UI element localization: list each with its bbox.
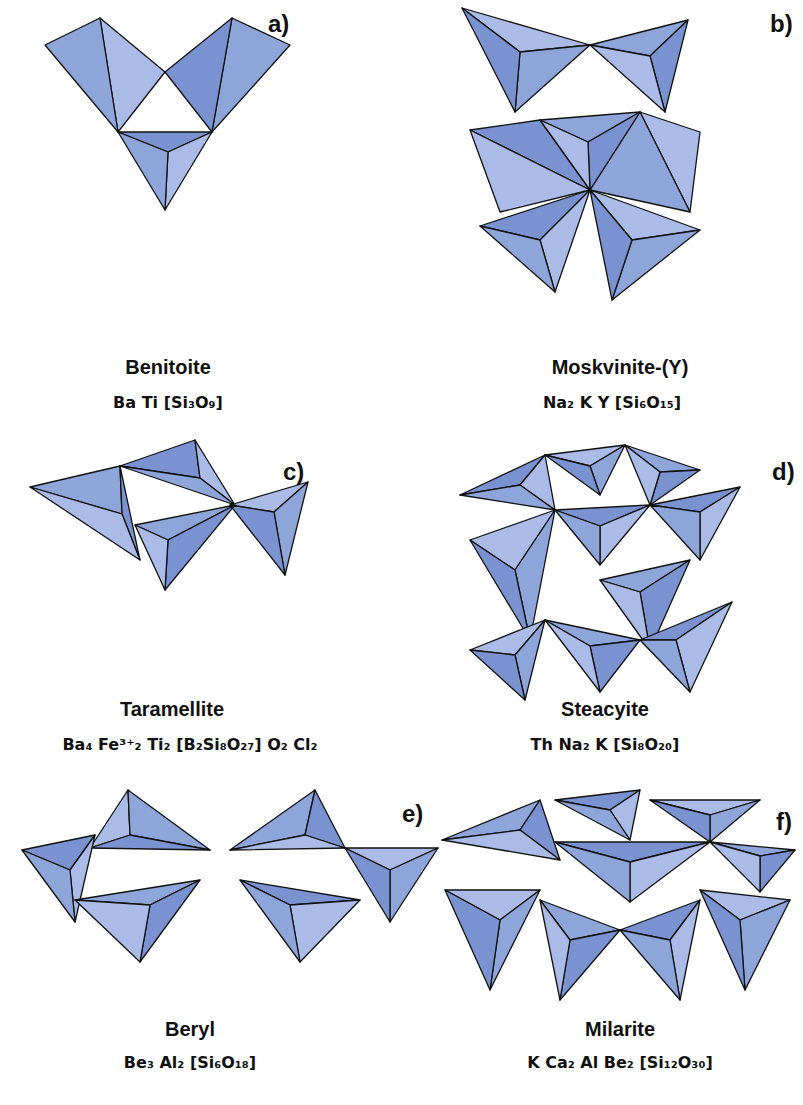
tetrahedron-face — [625, 445, 660, 505]
tetrahedron-face — [555, 800, 630, 840]
tetrahedron-face — [650, 505, 700, 560]
tetrahedron-face — [555, 842, 630, 902]
panel-letter: c) — [283, 458, 304, 487]
tetrahedron-face — [135, 525, 168, 590]
panel-letter: e) — [402, 800, 423, 829]
tetrahedron-face — [740, 900, 790, 990]
mineral-name: Beryl — [165, 1017, 215, 1041]
chemical-formula: Th Na₂ K [Si₈O₂₀] — [531, 735, 680, 754]
panel-letter: b) — [770, 10, 793, 39]
tetrahedron-face — [230, 835, 345, 850]
panel-letter: d) — [772, 458, 795, 487]
mineral-name: Benitoite — [125, 355, 211, 379]
tetrahedron-face — [650, 800, 710, 842]
tetrahedron-face — [590, 190, 632, 300]
tetrahedron-face — [90, 835, 210, 850]
tetrahedron-face — [545, 455, 600, 495]
tetrahedron-face — [760, 850, 795, 892]
tetrahedron-face — [390, 848, 438, 922]
tetrahedron-face — [630, 842, 710, 902]
tetrahedron-face — [480, 226, 555, 292]
tetrahedron-face — [620, 930, 680, 1000]
tetrahedron-face — [445, 890, 500, 990]
chemical-formula: Be₃ Al₂ [Si₆O₁₈] — [124, 1053, 256, 1072]
tetrahedron-face — [120, 466, 235, 505]
tetrahedron-face — [640, 640, 690, 692]
tetrahedron-face — [460, 485, 555, 510]
tetrahedron-face — [700, 487, 740, 560]
tetrahedron-face — [540, 900, 570, 1000]
tetrahedron-face — [710, 842, 760, 892]
tetrahedron-face — [75, 900, 150, 962]
chemical-formula: Ba₄ Fe³⁺₂ Ti₂ [B₂Si₈O₂₇] O₂ Cl₂ — [62, 735, 317, 754]
chemical-formula: Ba Ti [Si₃O₉] — [113, 393, 223, 412]
tetrahedron-face — [470, 650, 525, 700]
tetrahedron-face — [540, 120, 590, 190]
tetrahedron-face — [600, 505, 650, 565]
tetrahedron-face — [700, 890, 745, 990]
panel-letter: a) — [268, 10, 289, 39]
tetrahedron-face — [290, 900, 360, 962]
mineral-name: Taramellite — [120, 697, 224, 721]
tetrahedron-face — [22, 850, 75, 922]
tetrahedron-face — [45, 18, 118, 132]
tetrahedron-face — [165, 18, 232, 132]
tetrahedron-face — [545, 620, 600, 692]
tetrahedron-face — [470, 540, 530, 640]
tetrahedron-face — [240, 880, 300, 962]
tetrahedron-face — [30, 487, 140, 560]
tetrahedron-face — [165, 505, 235, 590]
tetrahedron-face — [590, 45, 665, 112]
tetrahedron-face — [442, 830, 560, 860]
mineral-name: Milarite — [585, 1017, 655, 1041]
panel-letter: f) — [776, 808, 792, 837]
chemical-formula: Na₂ K Y [Si₆O₁₅] — [543, 393, 681, 412]
mineral-name: Steacyite — [561, 697, 649, 721]
tetrahedron-face — [230, 505, 285, 575]
tetrahedron-face — [345, 848, 390, 922]
chemical-formula: K Ca₂ Al Be₂ [Si₁₂O₃₀] — [527, 1053, 712, 1072]
tetrahedron-face — [165, 132, 212, 210]
tetrahedron-face — [118, 132, 168, 210]
tetrahedron-face — [710, 800, 760, 842]
tetrahedron-face — [140, 880, 200, 962]
mineral-name: Moskvinite-(Y) — [552, 355, 689, 379]
tetrahedron-face — [555, 510, 600, 565]
tetrahedron-face — [462, 8, 520, 112]
tetrahedron-face — [588, 112, 640, 190]
tetrahedron-face — [515, 45, 590, 112]
